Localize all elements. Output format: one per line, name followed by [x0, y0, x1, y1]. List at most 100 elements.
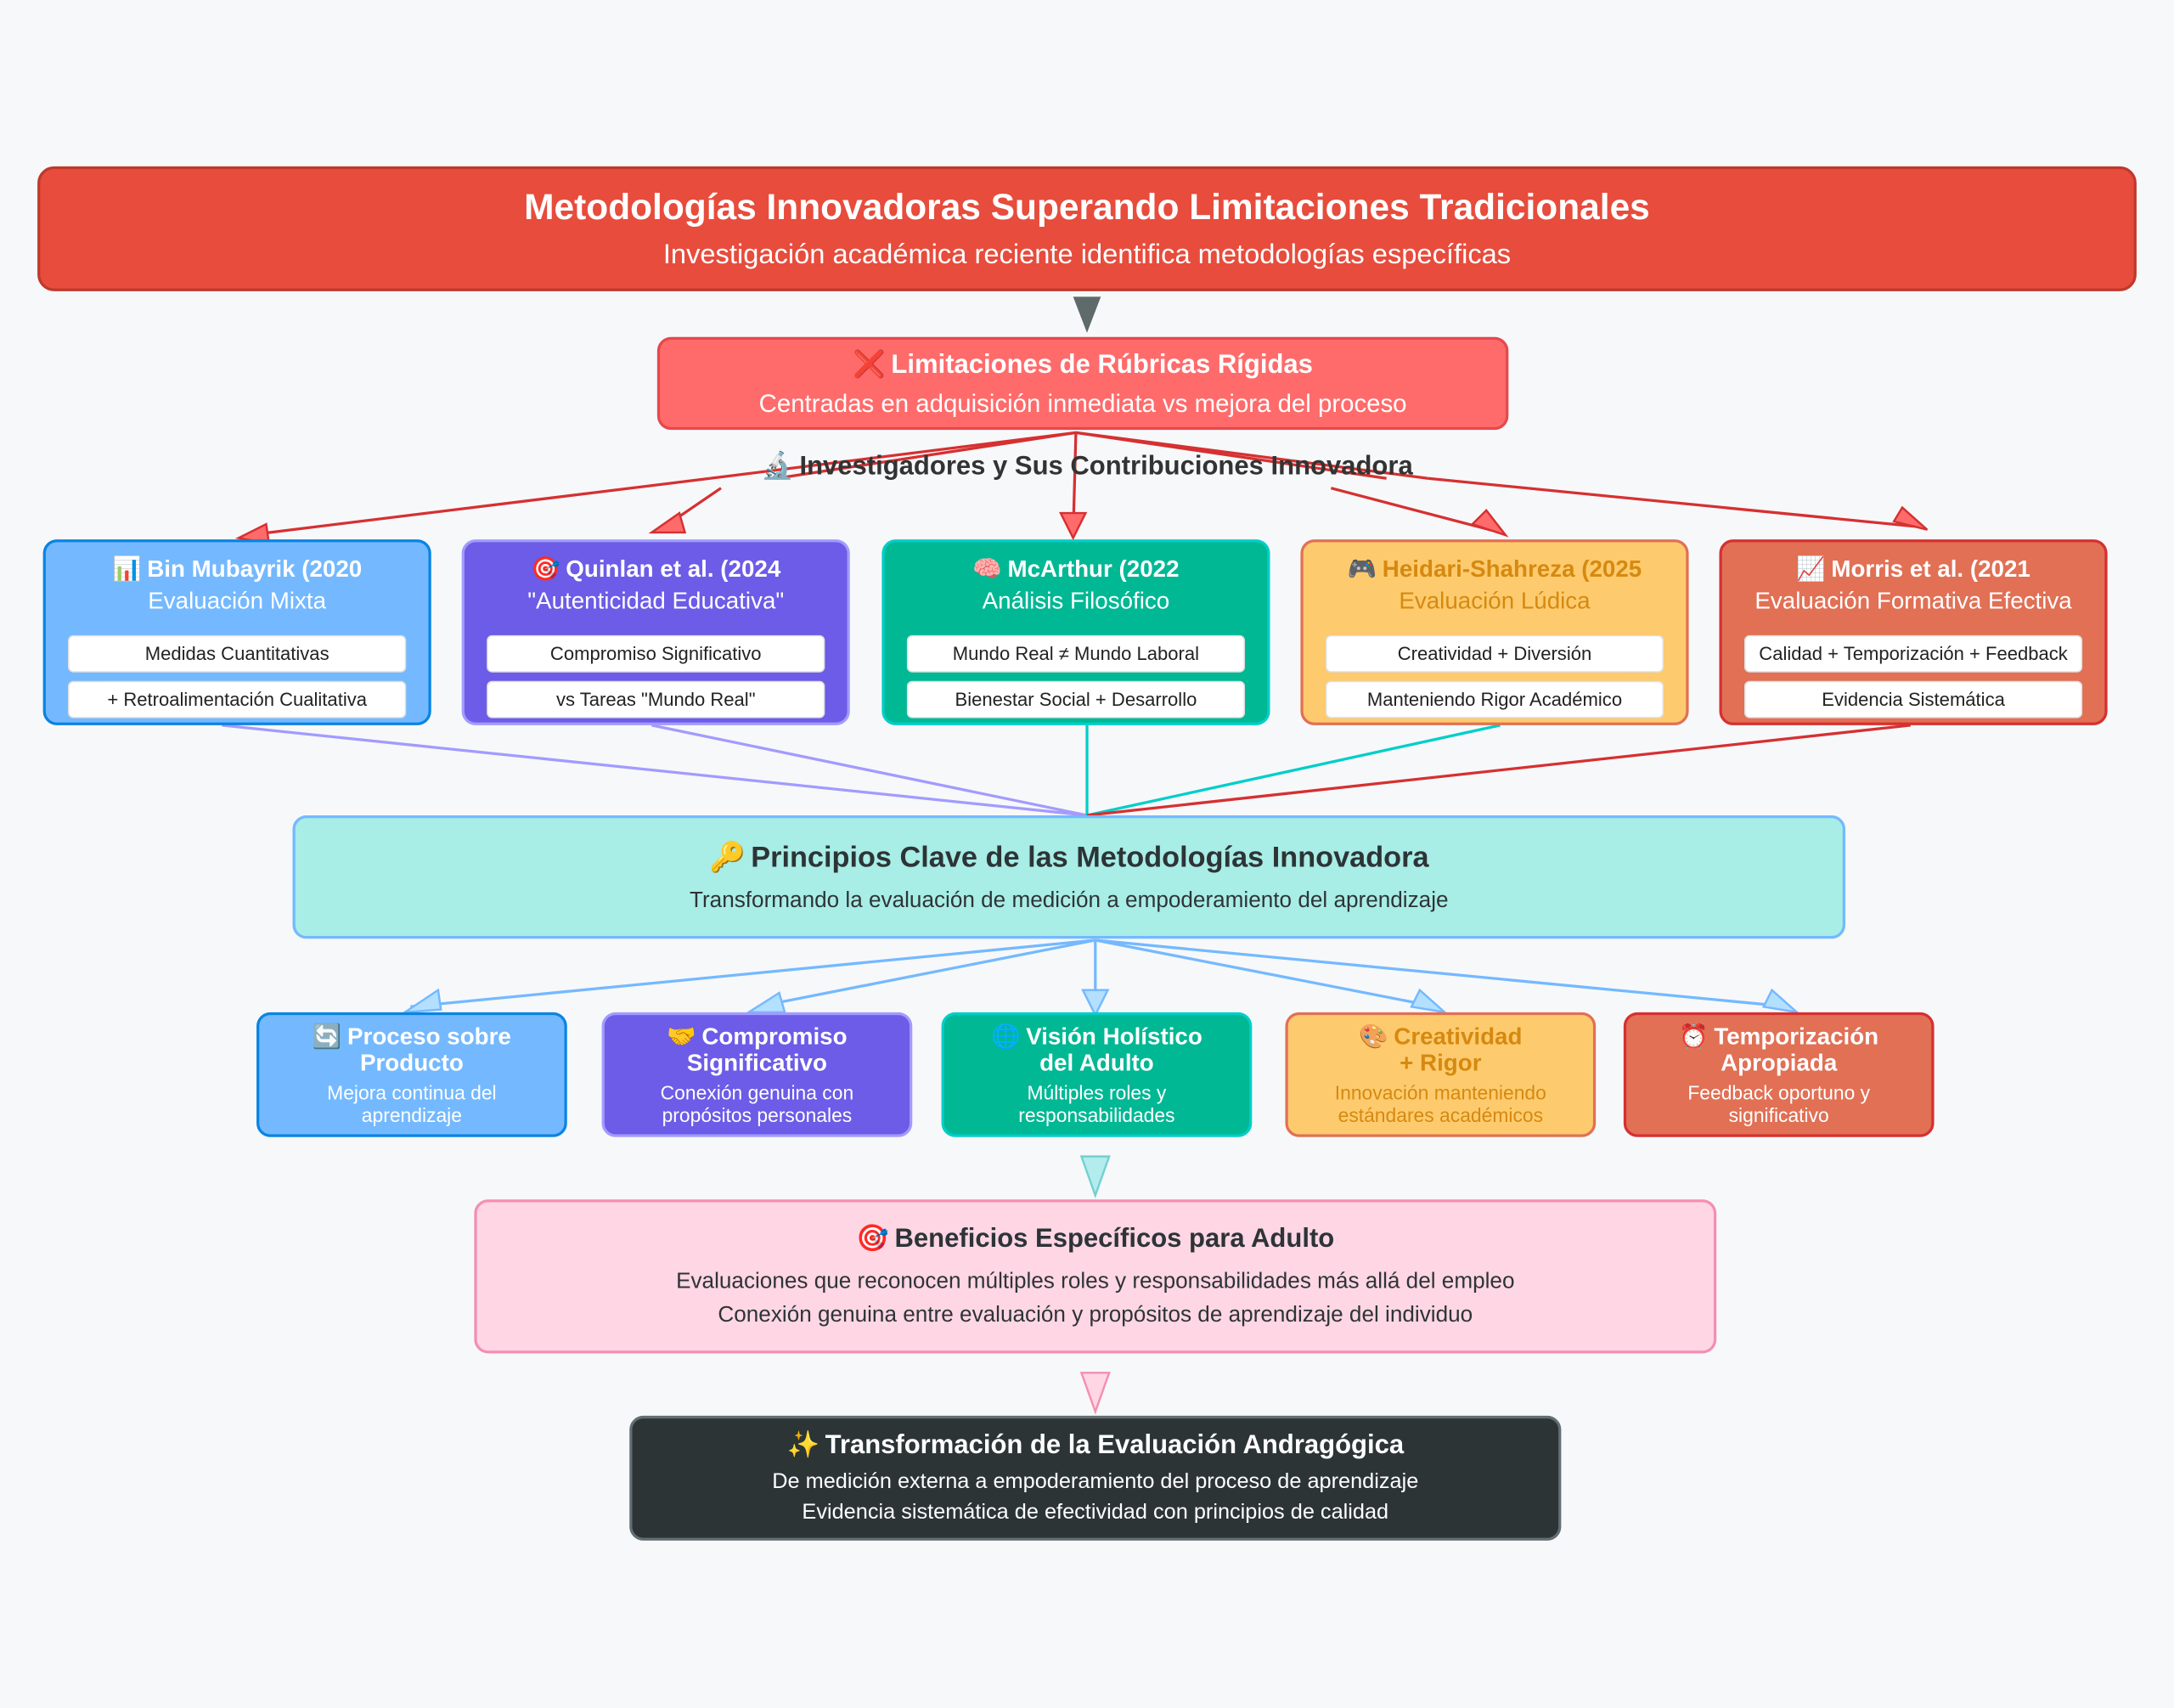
researcher-name-text: McArthur (2022	[1007, 555, 1180, 583]
researcher-icon: 🎯	[531, 555, 560, 583]
researcher-item: Mundo Real ≠ Mundo Laboral	[906, 634, 1246, 673]
benefits-title-text: Beneficios Específicos para Adulto	[894, 1223, 1335, 1254]
principle-icon: ⏰	[1679, 1023, 1709, 1050]
principles-box: 🔑Principios Clave de las Metodologías In…	[292, 815, 1846, 939]
researcher-method: "Autenticidad Educativa"	[527, 588, 785, 615]
researcher-name: 🧠McArthur (2022	[972, 556, 1179, 584]
header-box: Metodologías Innovadoras Superando Limit…	[37, 166, 2137, 291]
principles-subtitle: Transformando la evaluación de medición …	[689, 888, 1449, 912]
investigators-label: 🔬Investigadores y Sus Contribuciones Inn…	[0, 449, 2174, 482]
principle-description: Feedback oportuno y significativo	[1687, 1081, 1871, 1126]
fan-out-lines	[246, 431, 1921, 537]
researcher-method: Evaluación Formativa Efectiva	[1754, 588, 2072, 615]
researcher-item: Creatividad + Diversión	[1325, 634, 1664, 673]
principle-arrowheads	[401, 988, 1800, 1017]
target-icon: 🎯	[856, 1223, 889, 1254]
principle-title-text: Visión Holístico del Adulto	[1026, 1023, 1202, 1076]
researcher-item: + Retroalimentación Cualitativa	[67, 680, 407, 719]
investigators-label-text: Investigadores y Sus Contribuciones Inno…	[799, 452, 1413, 482]
principle-icon: 🤝	[667, 1023, 696, 1050]
principle-title-text: Proceso sobre Producto	[347, 1023, 511, 1076]
principles-title: 🔑Principios Clave de las Metodologías In…	[709, 841, 1429, 874]
benefits-box: 🎯Beneficios Específicos para Adulto Eval…	[474, 1199, 1717, 1354]
final-line-1: De medición externa a empoderamiento del…	[772, 1469, 1419, 1494]
principle-fan-lines	[410, 939, 1789, 1008]
researcher-method: Evaluación Lúdica	[1399, 588, 1591, 615]
arrow-header-limits	[1073, 296, 1101, 333]
researcher-icon: 🎮	[1347, 555, 1377, 583]
researcher-name: 🎮Heidari-Shahreza (2025	[1348, 556, 1642, 584]
benefits-line-2: Conexión genuina entre evaluación y prop…	[718, 1302, 1473, 1327]
principle-title-text: Compromiso Significativo	[686, 1023, 848, 1076]
fan-out-arrowheads	[234, 505, 1929, 545]
principle-title: 🤝Compromiso Significativo	[667, 1023, 847, 1076]
principle-title: ⏰Temporización Apropiada	[1679, 1023, 1878, 1076]
researcher-item: Medidas Cuantitativas	[67, 634, 407, 673]
microscope-icon: 🔬	[761, 452, 794, 482]
researcher-icon: 📊	[112, 555, 142, 583]
benefits-text: Evaluaciones que reconocen múltiples rol…	[676, 1265, 1514, 1332]
principle-icon: 🎨	[1359, 1023, 1388, 1050]
researcher-item: vs Tareas "Mundo Real"	[487, 680, 825, 719]
researcher-item: Manteniendo Rigor Académico	[1325, 680, 1664, 719]
final-box: ✨Transformación de la Evaluación Andragó…	[629, 1415, 1562, 1541]
header-subtitle: Investigación académica reciente identif…	[662, 240, 1512, 271]
limitations-title-text: Limitaciones de Rúbricas Rígidas	[891, 351, 1313, 380]
cross-mark-icon: ❌	[853, 351, 886, 380]
principle-description: Múltiples roles y responsabilidades	[1018, 1081, 1175, 1126]
researcher-name-text: Morris et al. (2021	[1831, 555, 2030, 583]
final-title-text: Transformación de la Evaluación Andragóg…	[825, 1430, 1405, 1461]
principle-title: 🎨Creatividad + Rigor	[1359, 1023, 1522, 1076]
principle-description: Innovación manteniendo estándares académ…	[1334, 1081, 1546, 1126]
researcher-name: 📈Morris et al. (2021	[1796, 556, 2030, 584]
researcher-name-text: Heidari-Shahreza (2025	[1382, 555, 1642, 583]
sparkles-icon: ✨	[786, 1430, 820, 1461]
principles-title-text: Principios Clave de las Metodologías Inn…	[751, 841, 1429, 873]
researcher-name: 📊Bin Mubayrik (2020	[112, 556, 362, 584]
researcher-name-text: Bin Mubayrik (2020	[147, 555, 363, 583]
principle-icon: 🌐	[991, 1023, 1021, 1050]
final-title: ✨Transformación de la Evaluación Andragó…	[786, 1429, 1404, 1462]
limitations-box: ❌Limitaciones de Rúbricas Rígidas Centra…	[656, 336, 1509, 431]
researcher-name-text: Quinlan et al. (2024	[566, 555, 781, 583]
header-title: Metodologías Innovadoras Superando Limit…	[524, 185, 1650, 228]
benefits-title: 🎯Beneficios Específicos para Adulto	[856, 1221, 1334, 1254]
researcher-item: Bienestar Social + Desarrollo	[906, 680, 1246, 719]
arrow-to-benefits	[1079, 1155, 1111, 1198]
researcher-card-quinlan: 🎯Quinlan et al. (2024 "Autenticidad Educa…	[461, 539, 850, 725]
researcher-method: Evaluación Mixta	[148, 588, 327, 615]
researcher-item: Calidad + Temporización + Feedback	[1743, 634, 2083, 673]
researcher-icon: 📈	[1796, 555, 1826, 583]
researcher-name: 🎯Quinlan et al. (2024	[531, 556, 780, 584]
final-text: De medición externa a empoderamiento del…	[772, 1467, 1418, 1528]
researcher-item: Compromiso Significativo	[487, 634, 825, 673]
key-icon: 🔑	[708, 841, 746, 873]
arrow-to-final	[1079, 1372, 1111, 1415]
principle-title-text: Temporización Apropiada	[1714, 1023, 1879, 1076]
principle-icon: 🔄	[312, 1023, 342, 1050]
researcher-method: Análisis Filosófico	[982, 588, 1170, 615]
principle-title-text: Creatividad + Rigor	[1394, 1023, 1523, 1076]
converge-lines	[222, 724, 1911, 817]
principle-title: 🌐Visión Holístico del Adulto	[991, 1023, 1202, 1076]
principle-title: 🔄Proceso sobre Producto	[313, 1023, 511, 1076]
researcher-icon: 🧠	[972, 555, 1002, 583]
limitations-title: ❌Limitaciones de Rúbricas Rígidas	[853, 348, 1313, 381]
limitations-subtitle: Centradas en adquisición inmediata vs me…	[758, 389, 1407, 418]
researcher-item: Evidencia Sistemática	[1743, 680, 2083, 719]
principle-description: Mejora continua del aprendizaje	[327, 1081, 497, 1126]
final-line-2: Evidencia sistemática de efectividad con…	[802, 1500, 1389, 1525]
principle-description: Conexión genuina con propósitos personal…	[660, 1081, 854, 1126]
benefits-line-1: Evaluaciones que reconocen múltiples rol…	[676, 1269, 1515, 1294]
